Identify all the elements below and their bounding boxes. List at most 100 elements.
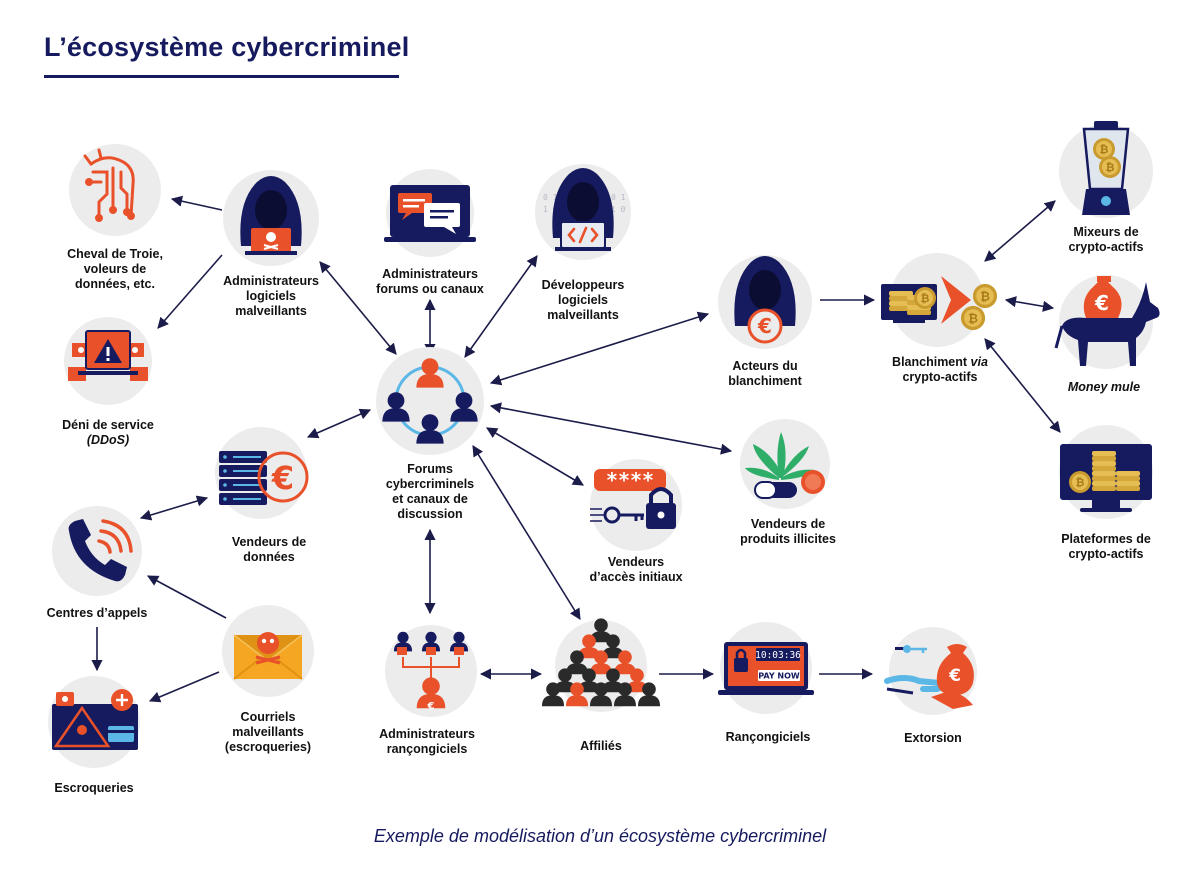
svg-text:€: € — [757, 314, 772, 338]
node-admin-forum — [384, 169, 476, 257]
label-row: malveillants — [196, 304, 346, 319]
hooded-hacker-euro-icon: € — [734, 256, 796, 344]
label-row: Courriels — [193, 710, 343, 725]
node-extorsion: € — [884, 627, 977, 715]
label-row: Acteurs du — [690, 359, 840, 374]
node-acteurs: € — [718, 255, 812, 349]
ransom-screen-icon: 10:03:36 PAY NOW — [718, 642, 814, 695]
label-row: Vendeurs de — [194, 535, 344, 550]
label-row: Vendeurs de — [713, 517, 863, 532]
phone-call-icon — [68, 519, 133, 582]
node-affilies — [541, 618, 661, 712]
label-line: Blanchiment — [892, 355, 971, 369]
chat-laptop-icon — [384, 185, 476, 242]
svg-text:1 0: 1 0 — [611, 205, 626, 214]
label-line: voleurs de — [83, 262, 147, 276]
label-row: et canaux de — [355, 492, 505, 507]
label-line: d’accès initiaux — [589, 570, 683, 584]
edge-courriels-escro — [148, 671, 220, 703]
label-row: Plateformes de — [1031, 532, 1181, 547]
label-line: et canaux de — [392, 492, 468, 506]
crypto-blender-icon — [1082, 121, 1130, 215]
edge-forums-vendeursdonnees — [306, 408, 372, 439]
label-row: discussion — [355, 507, 505, 522]
label-row: Affiliés — [526, 739, 676, 754]
label-row: forums ou canaux — [355, 282, 505, 297]
node-dev: 0 1 1 0 0 1 1 0 — [535, 164, 631, 260]
trojan-horse-circuit-icon — [83, 148, 135, 222]
label-row: d’accès initiaux — [561, 570, 711, 585]
node-acces: **** — [590, 459, 682, 551]
label-row: (escroqueries) — [193, 740, 343, 755]
node-cheval — [69, 144, 161, 236]
label-escro: Escroqueries — [19, 781, 169, 796]
label-line: Vendeurs de — [231, 535, 307, 549]
svg-text:0 1: 0 1 — [611, 193, 626, 202]
edge-adminmal-cheval — [170, 195, 223, 211]
password-mask: **** — [606, 468, 654, 492]
cannabis-pill-icon — [745, 432, 825, 499]
label-row: Mixeurs de — [1031, 225, 1181, 240]
edge-vendeursdonnees-centres — [139, 495, 209, 521]
label-line: Vendeurs de — [750, 517, 826, 531]
node-centres — [52, 506, 142, 596]
label-line: discussion — [397, 507, 463, 521]
label-row: Administrateurs — [355, 267, 505, 282]
label-row: produits illicites — [713, 532, 863, 547]
label-line: Escroqueries — [54, 781, 134, 795]
node-admin-mal — [223, 170, 319, 266]
label-line: logiciels — [557, 293, 609, 307]
label-line: produits illicites — [740, 532, 836, 546]
edge-courriels-centres — [147, 575, 227, 619]
label-row: crypto-actifs — [865, 370, 1015, 385]
edge-forums-produits — [489, 402, 733, 455]
node-admin-ranc: € — [385, 625, 477, 717]
label-line: malveillants — [547, 308, 619, 322]
label-line: Administrateurs — [223, 274, 319, 288]
label-mule: Money mule — [1029, 380, 1179, 395]
label-row: Forums — [355, 462, 505, 477]
node-vendeurs-donnees: € — [215, 427, 309, 519]
label-line: crypto-actifs — [1068, 240, 1144, 254]
label-row: Cheval de Troie, — [40, 247, 190, 262]
password-key-lock-icon: **** — [590, 468, 676, 529]
label-row: Extorsion — [858, 731, 1008, 746]
label-row: blanchiment — [690, 374, 840, 389]
label-row: Administrateurs — [352, 727, 502, 742]
label-affilies: Affiliés — [526, 739, 676, 754]
label-line: rançongiciels — [386, 742, 468, 756]
node-mixeurs — [1059, 121, 1153, 218]
node-escro — [48, 676, 140, 768]
label-line: données, etc. — [75, 277, 155, 291]
group-network-icon — [382, 358, 478, 444]
donkey-money-bag-icon: € — [1054, 276, 1160, 366]
label-line: crypto-actifs — [1068, 547, 1144, 561]
label-line: données — [243, 550, 295, 564]
label-line: Vendeurs — [607, 555, 665, 569]
label-row: Rançongiciels — [693, 730, 843, 745]
node-mule: € — [1054, 275, 1160, 369]
figure-caption: Exemple de modélisation d’un écosystème … — [373, 826, 827, 846]
title-underline — [44, 75, 399, 78]
label-row: crypto-actifs — [1031, 547, 1181, 562]
label-line: Mixeurs de — [1073, 225, 1139, 239]
label-row: Administrateurs — [196, 274, 346, 289]
label-line: Extorsion — [904, 731, 962, 745]
label-row: cybercriminels — [355, 477, 505, 492]
edge-blanch-plateformes — [984, 338, 1061, 433]
label-row: Money mule — [1029, 380, 1179, 395]
database-euro-icon: € — [219, 451, 309, 505]
svg-text:€: € — [1094, 291, 1109, 315]
label-line: Centres d’appels — [46, 606, 148, 620]
label-row: Vendeurs — [561, 555, 711, 570]
edge-dev-forums — [464, 255, 538, 358]
label-line: Acteurs du — [732, 359, 798, 373]
label-row: malveillants — [193, 725, 343, 740]
